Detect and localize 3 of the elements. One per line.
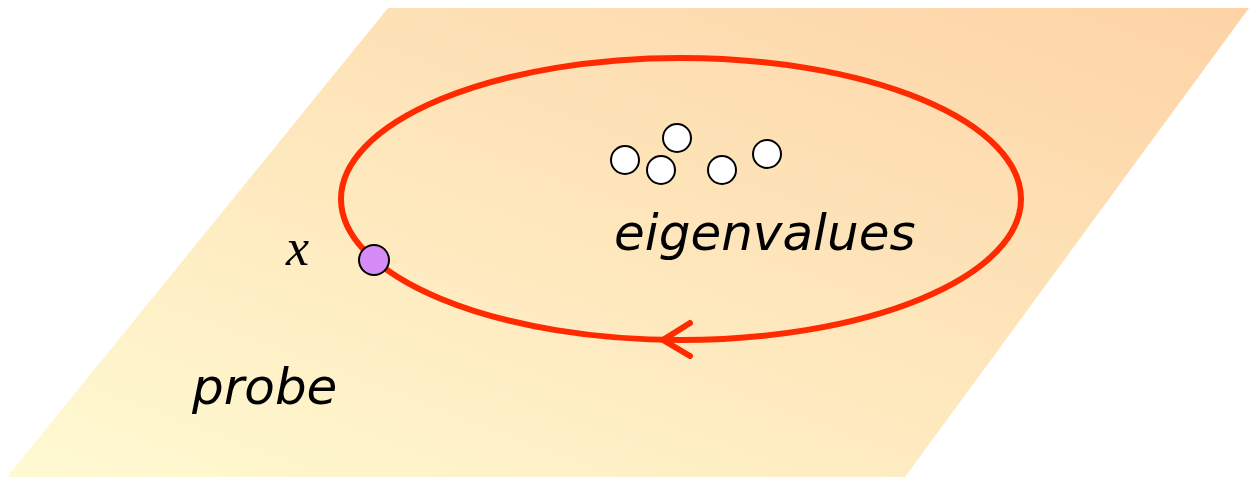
probe-label: probe [192,362,338,412]
point-label: x [286,222,310,274]
eigenvalues-label: eigenvalues [614,208,916,258]
